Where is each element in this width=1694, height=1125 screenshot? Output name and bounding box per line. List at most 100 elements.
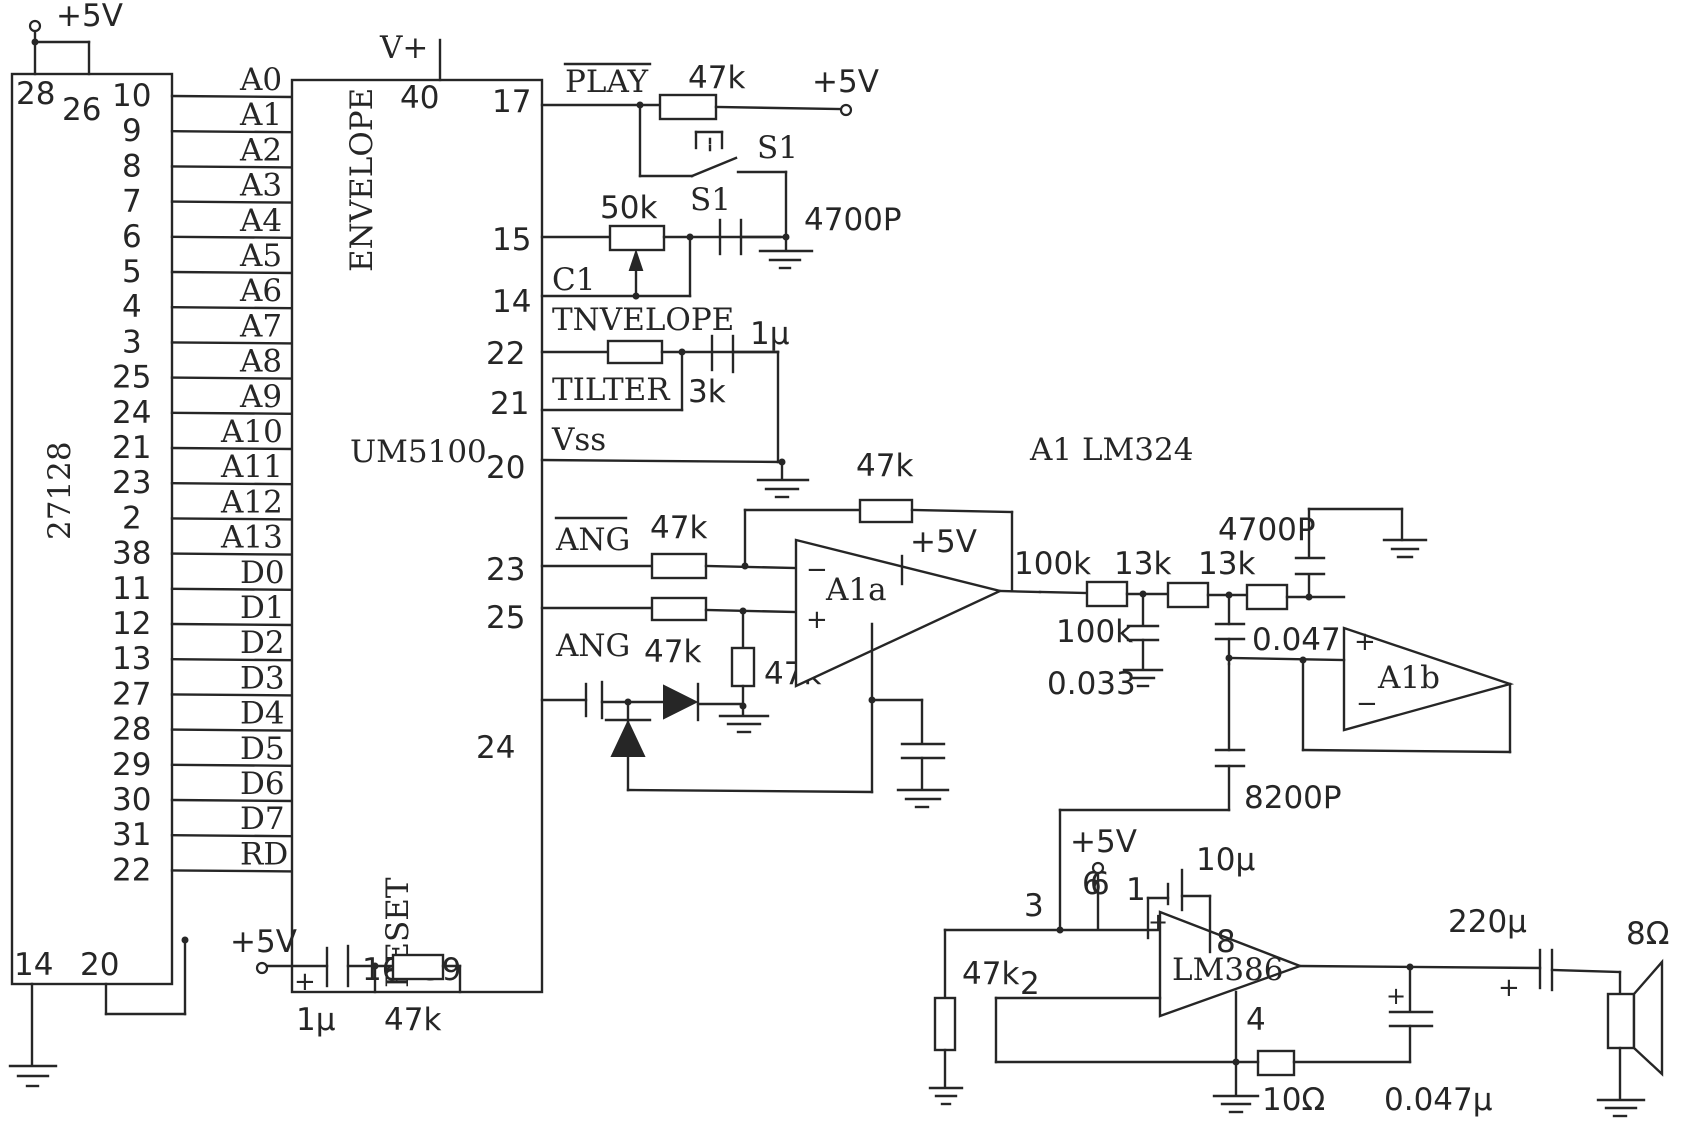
play-network: PLAY 47k +5V S1 S1 <box>540 60 879 240</box>
res-10ohm-value: 10Ω <box>1262 1082 1325 1118</box>
ground-icon <box>756 478 810 499</box>
svg-text:−: − <box>806 555 828 585</box>
resistor-icon <box>1245 583 1289 611</box>
resistor-icon <box>658 93 718 121</box>
eprom-pin-3: 3 <box>122 324 142 360</box>
resistor-icon <box>1085 580 1129 608</box>
resistor-icon <box>650 552 708 580</box>
bus-line-a12 <box>170 517 294 521</box>
lm386-icon <box>1158 910 1304 1018</box>
bus-line-d1 <box>170 622 294 627</box>
diode-icon <box>610 719 646 757</box>
speaker-cone-icon <box>1632 958 1664 1077</box>
bus-line-d6 <box>170 798 294 803</box>
filter-network: TNVELOPE 1μ 3k TILTER Vss <box>540 302 810 499</box>
res-47k-in-value: 47k <box>962 956 1019 992</box>
cap-220u-value: 220μ <box>1448 904 1527 940</box>
um5100-pin-21: 21 <box>490 386 529 422</box>
eprom-pin-21: 21 <box>112 430 151 466</box>
bus-line-a3 <box>170 200 294 204</box>
ground-icon <box>758 249 814 270</box>
eprom-pin-38: 38 <box>112 536 151 572</box>
cap-0047-value: 0.047 <box>1252 622 1341 658</box>
eprom-pin-5: 5 <box>122 254 142 290</box>
ground-icon <box>718 714 770 734</box>
bus-signal-label: A9 <box>239 379 282 415</box>
bus-line-a4 <box>170 235 294 240</box>
res-fb-value: 47k <box>856 448 913 484</box>
lm386-pin-4-visible: 4 <box>1246 1002 1266 1038</box>
bus-signal-label: A7 <box>239 308 282 344</box>
ground-icon <box>928 1086 964 1106</box>
eprom-pin-6: 6 <box>122 219 142 255</box>
eprom-pin-28: 28 <box>16 76 55 112</box>
um5100-pin-40: 40 <box>400 80 439 116</box>
tilter-label: TILTER <box>552 372 671 408</box>
wiper-arrow-icon <box>628 248 644 271</box>
bus-line-a13 <box>170 552 294 556</box>
um5100-pin-23: 23 <box>486 552 525 588</box>
bus-signal-label: A10 <box>220 414 283 450</box>
lm386-supply-label: +5V <box>1070 824 1137 860</box>
bus-signal-label: A11 <box>220 449 283 485</box>
cap-0047u-value: 0.047μ <box>1384 1082 1492 1118</box>
eprom-supply-label: +5V <box>56 0 123 34</box>
bus-signal-label: A12 <box>220 484 283 520</box>
bus-line-d7 <box>170 833 294 838</box>
switch-label-bottom: S1 <box>690 182 731 218</box>
um5100-pin-22: 22 <box>486 336 525 372</box>
bus-signal-label: D6 <box>240 766 285 802</box>
pot-value: 50k <box>600 190 657 226</box>
bus-line-a5 <box>170 270 294 275</box>
eprom-pin-12: 12 <box>112 606 151 642</box>
bus-signal-label: D0 <box>240 555 285 591</box>
bus-line-d0 <box>170 587 294 592</box>
cap-0033-value: 0.033 <box>1047 666 1136 702</box>
svg-text:+: + <box>1354 627 1376 657</box>
eprom-pin-20: 20 <box>80 947 119 983</box>
switch-icon <box>690 156 738 178</box>
reset-supply-label: +5V <box>230 924 297 960</box>
play-res-value: 47k <box>688 60 745 96</box>
bus-line-a6 <box>170 305 294 310</box>
eprom-pin-24: 24 <box>112 395 151 431</box>
bus-line-a7 <box>170 341 294 345</box>
um5100-pin-15: 15 <box>492 222 531 258</box>
play-signal-label: PLAY <box>565 64 649 100</box>
bus-signal-label: D5 <box>240 731 285 767</box>
bus-signal-label: A8 <box>239 344 282 380</box>
supply-terminal-icon <box>28 19 42 33</box>
eprom-pin-4: 4 <box>122 289 142 325</box>
ground-icon <box>1382 538 1428 559</box>
eprom-pin-7: 7 <box>122 184 142 220</box>
bus-line-d3 <box>170 693 294 697</box>
bus-signal-label: D2 <box>240 625 285 661</box>
bus-signal-label: D1 <box>240 590 285 626</box>
reset-res-value: 47k <box>384 1002 441 1038</box>
bus-signal-label: A2 <box>239 132 282 168</box>
cap-1u-value: 1μ <box>750 316 789 352</box>
eprom-pin-25: 25 <box>112 360 151 396</box>
eprom-body <box>10 72 174 986</box>
bus-line-d5 <box>170 763 294 768</box>
res-13k-b-value: 13k <box>1198 546 1255 582</box>
um5100-pin-24: 24 <box>476 730 515 766</box>
bus-line-a9 <box>170 411 294 416</box>
c1-signal-label: C1 <box>552 262 595 298</box>
svg-text:+: + <box>1386 982 1406 1010</box>
bus-signal-label: A3 <box>239 168 282 204</box>
resistor-icon <box>391 953 445 981</box>
svg-text:+: + <box>1498 973 1520 1003</box>
reset-cap-value: 1μ <box>296 1002 335 1038</box>
bus-signal-label: A13 <box>220 520 283 556</box>
cap-8200p-value: 8200P <box>1244 780 1342 816</box>
bus-signal-label: D7 <box>240 801 285 837</box>
ground-icon <box>1212 1094 1260 1114</box>
bus-line-a11 <box>170 481 294 486</box>
bus-signal-label: A0 <box>239 62 282 98</box>
bus-signal-label: A4 <box>239 203 282 239</box>
bus-line-a2 <box>170 165 294 169</box>
lm386-pin-8-label: 8 <box>1216 924 1236 960</box>
res-100k-b-value: 100k <box>1056 614 1133 650</box>
opamp-a1b-icon <box>1342 626 1515 732</box>
